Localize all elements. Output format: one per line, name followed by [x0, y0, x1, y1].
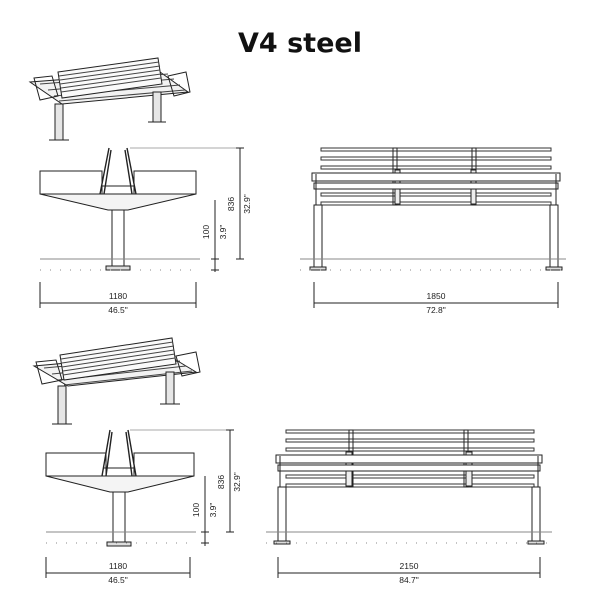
ground-line-elevation-2: [266, 531, 552, 544]
dim-elevation-2: [277, 557, 541, 578]
foot-in-label-1: 3.9": [218, 225, 228, 240]
page-title: V4 steel: [238, 28, 362, 59]
foot-in-label-2: 3.9": [208, 503, 218, 518]
length-in-label-1: 72.8": [426, 305, 446, 315]
ground-line-section-1: [40, 258, 200, 271]
bench-section-view-2: [45, 429, 195, 547]
height-mm-label-1: 836: [226, 197, 236, 211]
foot-mm-label-2: 100: [191, 503, 201, 517]
bench-3d-view-1: [28, 57, 191, 141]
ground-line-section-2: [46, 531, 196, 544]
height-in-label-1: 32.9": [242, 194, 252, 214]
bench-section-view-1: [39, 147, 197, 271]
bench-3d-view-2: [32, 337, 201, 425]
length-in-label-2: 84.7": [399, 575, 419, 585]
dim-section-1: [39, 147, 244, 308]
depth-in-label-2: 46.5": [108, 575, 128, 585]
length-mm-label-1: 1850: [427, 291, 446, 301]
depth-mm-label-2: 1180: [109, 561, 128, 571]
height-in-label-2: 32.9": [232, 472, 242, 492]
bench-elevation-view-2: [273, 429, 545, 545]
dim-section-2: [45, 429, 234, 578]
depth-mm-label-1: 1180: [109, 291, 128, 301]
depth-in-label-1: 46.5": [108, 305, 128, 315]
height-mm-label-2: 836: [216, 475, 226, 489]
foot-mm-label-1: 100: [201, 225, 211, 239]
ground-line-elevation-1: [300, 258, 566, 271]
length-mm-label-2: 2150: [400, 561, 419, 571]
dim-elevation-1: [313, 282, 559, 308]
bench-elevation-view-1: [309, 147, 563, 271]
